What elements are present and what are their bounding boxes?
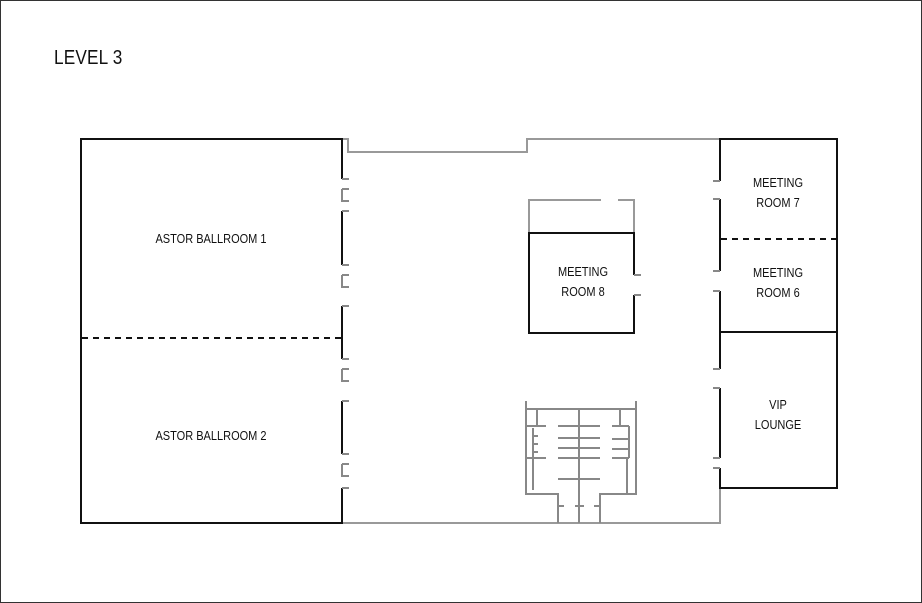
room-label-astor-ballroom-2[interactable]: ASTOR BALLROOM 2 [155, 429, 267, 443]
meeting-room-8-walls [528, 232, 635, 334]
level-title: LEVEL 3 [54, 47, 123, 69]
room-label-astor-ballroom-1[interactable]: ASTOR BALLROOM 1 [155, 232, 267, 246]
stairwell [525, 401, 637, 523]
corridor-outline [342, 138, 721, 524]
meeting-room-8-door [634, 274, 641, 296]
ballroom-doors [341, 178, 349, 489]
astor-ballrooms-walls [80, 138, 343, 524]
right-rooms-walls [719, 138, 838, 489]
right-rooms-doors [713, 180, 720, 469]
